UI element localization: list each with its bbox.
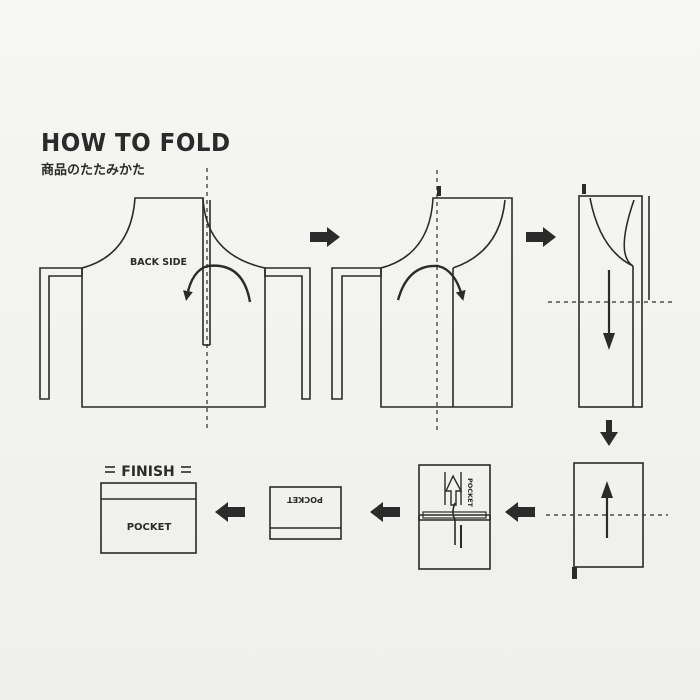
step-3-strip — [548, 184, 672, 408]
right-arrow-icon — [310, 227, 340, 247]
step-5-pocket-tuck — [418, 464, 491, 570]
page-title: HOW TO FOLD — [41, 128, 231, 157]
down-arrow-icon — [600, 420, 618, 446]
step-6-pocket-flipped — [269, 486, 342, 540]
left-arrow-icon — [370, 502, 400, 522]
right-strap — [264, 267, 311, 400]
curved-arrow-icon — [396, 264, 466, 301]
step-1-open-apron — [39, 168, 311, 432]
right-arrow-icon — [526, 227, 556, 247]
step-4-folded-up — [546, 462, 668, 579]
pocket-label: POCKET — [127, 522, 172, 533]
finish-label: FINISH — [121, 464, 175, 480]
up-arrow-icon — [444, 474, 463, 506]
page-subtitle: 商品のたたみかた — [41, 163, 146, 178]
left-arrow-icon — [215, 502, 245, 522]
back-side-label: BACK SIDE — [130, 257, 187, 268]
finish-badge — [105, 466, 191, 473]
left-strap — [39, 267, 83, 400]
apron-outline — [380, 197, 513, 408]
pocket-label-inverted: POCKET — [287, 495, 323, 504]
left-arrow-icon — [505, 502, 535, 522]
pocket-label-rotated: POCKET — [466, 478, 474, 508]
step-2-half-folded — [331, 170, 513, 432]
curved-arrow-icon — [183, 264, 252, 303]
apron-outline — [81, 197, 266, 408]
left-strap — [331, 267, 382, 400]
finish-folded-apron — [100, 482, 197, 554]
